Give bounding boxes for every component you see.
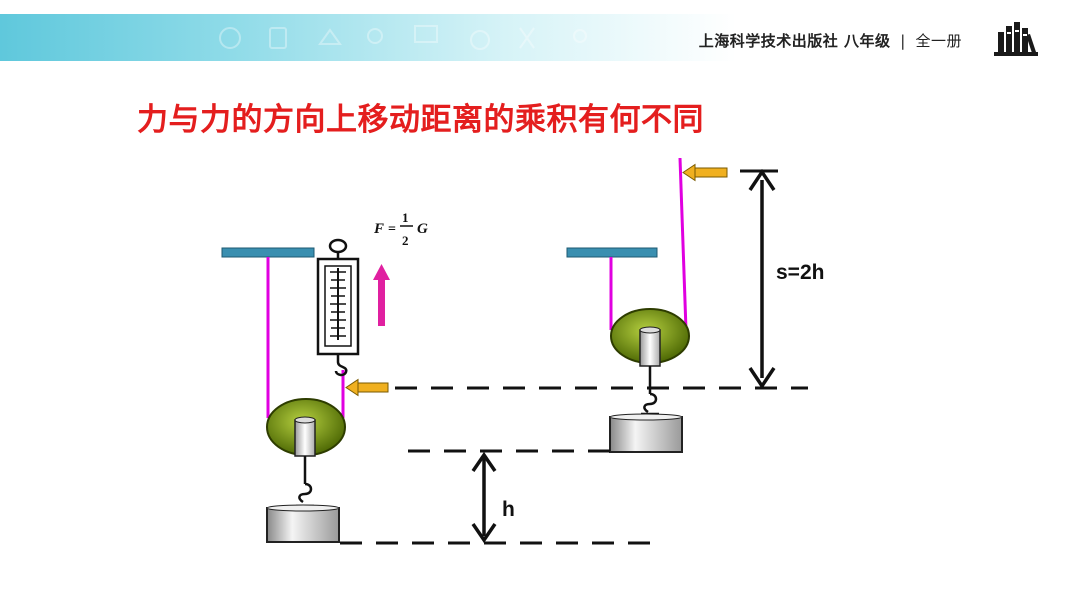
header-band [0,14,1052,61]
force-arrow-up [373,264,390,326]
publisher-separator: | [900,32,906,50]
left-weight [266,504,340,543]
formula-f-half-g: F = 1 2 G [373,210,428,248]
left-position-arrow [345,378,389,397]
right-ceiling-bar [566,247,658,258]
volume-label: 全一册 [915,32,962,50]
left-ceiling-bar [221,247,315,258]
formula-numerator: 1 [402,210,409,225]
header-doodles-icon [219,25,587,50]
distance-h-indicator: h [471,451,515,544]
formula-rhs: G [417,221,428,237]
slide-title: 力与力的方向上移动距离的乘积有何不同 [137,102,704,138]
grade-label: 八年级 [843,32,891,50]
formula-denominator: 2 [402,233,409,248]
publisher-name: 上海科学技术出版社 [698,32,839,50]
distance-s-indicator: s=2h [740,168,824,390]
right-position-arrow [682,163,728,182]
publisher-info: 上海科学技术出版社 八年级 | 全一册 [699,30,962,51]
left-movable-pulley [266,398,346,508]
right-weight [609,413,683,453]
right-movable-pulley [610,308,690,416]
distance-h-label: h [502,498,515,521]
spring-scale [316,238,360,377]
distance-s-label: s=2h [776,261,824,284]
formula-equals: = [388,222,396,237]
bookshelf-icon [994,22,1038,56]
formula-lhs: F [373,221,384,237]
right-rope-free [678,157,688,331]
